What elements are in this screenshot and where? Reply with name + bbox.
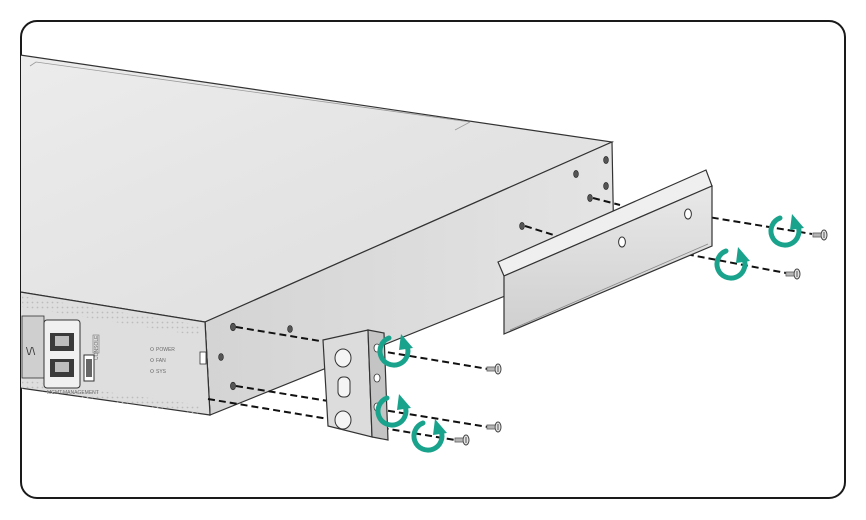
led-label-fan: FAN <box>156 358 166 364</box>
port-label-mgmt: MGMT <box>47 390 62 396</box>
svg-text:\/\: \/\ <box>26 346 36 358</box>
rear-mounting-rail <box>497 169 713 335</box>
led-label-sys: SYS <box>156 369 167 375</box>
ethernet-port-icon <box>50 333 74 377</box>
port-label-console: CONSOLE <box>94 335 100 360</box>
front-mounting-bracket <box>322 329 389 441</box>
ethernet-port-block <box>43 319 81 389</box>
port-label-management: MANAGEMENT <box>63 390 99 396</box>
led-indicator-icon <box>150 347 154 373</box>
led-label-power: POWER <box>156 347 175 353</box>
usb-port-icon <box>83 354 95 382</box>
chassis: \/\ POWER FAN SYS CONSOLE MGMT <box>21 54 615 416</box>
